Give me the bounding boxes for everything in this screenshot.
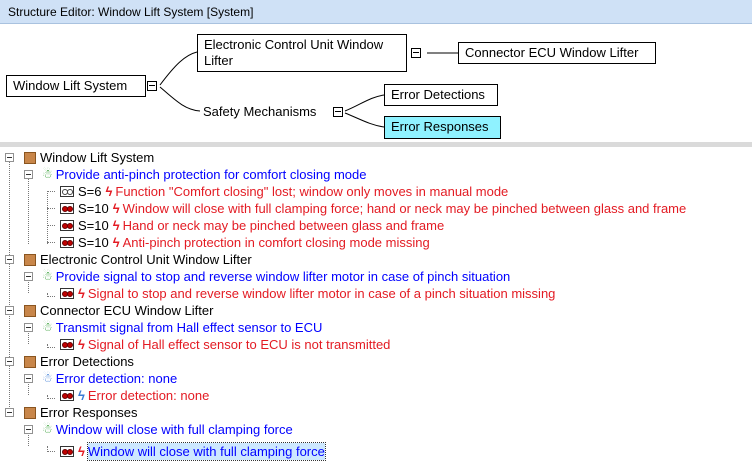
tree-item-structure[interactable]: Connector ECU Window Lifter xyxy=(24,302,213,319)
collapse-root-icon[interactable] xyxy=(147,81,157,91)
structure-element-icon xyxy=(24,406,36,419)
detection-function-icon: ☃ xyxy=(42,371,53,385)
tree-item-function[interactable]: ☃ Provide anti-pinch protection for comf… xyxy=(42,167,367,182)
structure-element-icon xyxy=(24,151,36,164)
tree-item-structure[interactable]: Electronic Control Unit Window Lifter xyxy=(24,251,252,268)
tree-item-structure[interactable]: Error Detections xyxy=(24,353,134,370)
tree-item-failure-selected[interactable]: ϟ Window will close with full clamping f… xyxy=(60,442,326,461)
tree-item-failure[interactable]: ϟ Error detection: none xyxy=(60,387,209,404)
diagram-connectors xyxy=(159,51,458,128)
tree-item-failure[interactable]: ϟ Signal of Hall effect sensor to ECU is… xyxy=(60,336,390,353)
response-failure-icon: ϟ xyxy=(78,444,85,459)
expand-toggle-icon[interactable] xyxy=(5,408,14,417)
function-icon: ☃ xyxy=(42,167,53,181)
expand-toggle-icon[interactable] xyxy=(24,425,33,434)
structure-element-icon xyxy=(24,355,36,368)
link-root-safety xyxy=(159,86,201,112)
node-window-lift-system[interactable]: Window Lift System xyxy=(6,75,146,97)
function-icon: ☃ xyxy=(42,269,53,283)
tree-item-failure[interactable]: S=10 ϟ Window will close with full clamp… xyxy=(60,200,686,217)
failure-bolt-icon: ϟ xyxy=(112,218,120,233)
link-root-ecu xyxy=(159,51,198,86)
collapse-safety-icon[interactable] xyxy=(333,107,343,117)
splitter[interactable] xyxy=(0,142,752,147)
expand-toggle-icon[interactable] xyxy=(24,272,33,281)
severity-icon xyxy=(60,203,74,214)
link-safety-responses xyxy=(344,112,385,128)
expand-toggle-icon[interactable] xyxy=(24,374,33,383)
severity-icon xyxy=(60,446,74,457)
tree-item-function[interactable]: ☃ Error detection: none xyxy=(42,371,178,386)
tree-item-function[interactable]: ☃ Provide signal to stop and reverse win… xyxy=(42,269,511,284)
expand-toggle-icon[interactable] xyxy=(5,153,14,162)
tree-item-failure[interactable]: S=10 ϟ Anti-pinch protection in comfort … xyxy=(60,234,430,251)
failure-bolt-icon: ϟ xyxy=(112,201,120,216)
failure-bolt-icon: ϟ xyxy=(78,286,85,301)
structure-tree: Window Lift System ☃ Provide anti-pinch … xyxy=(0,148,752,465)
tree-item-structure[interactable]: Window Lift System xyxy=(24,149,154,166)
tree-guide xyxy=(9,157,10,417)
failure-bolt-icon: ϟ xyxy=(105,184,113,199)
tree-item-structure[interactable]: Error Responses xyxy=(24,404,138,421)
severity-icon xyxy=(60,220,74,231)
severity-icon xyxy=(60,288,74,299)
function-icon: ☃ xyxy=(42,320,53,334)
tree-guide xyxy=(28,174,29,244)
failure-bolt-icon: ϟ xyxy=(112,235,120,250)
expand-toggle-icon[interactable] xyxy=(24,170,33,179)
severity-icon xyxy=(60,237,74,248)
expand-toggle-icon[interactable] xyxy=(5,306,14,315)
severity-icon xyxy=(60,390,74,401)
tree-item-failure[interactable]: ϟ Signal to stop and reverse window lift… xyxy=(60,285,555,302)
tree-item-function[interactable]: ☃ Window will close with full clamping f… xyxy=(42,422,293,437)
link-safety-detections xyxy=(344,94,385,112)
node-connector[interactable]: Connector ECU Window Lifter xyxy=(458,42,656,64)
tree-guide xyxy=(47,191,48,244)
window-title: Structure Editor: Window Lift System [Sy… xyxy=(0,0,752,24)
severity-icon xyxy=(60,186,74,197)
expand-toggle-icon[interactable] xyxy=(5,255,14,264)
structure-element-icon xyxy=(24,253,36,266)
tree-item-failure[interactable]: S=10 ϟ Hand or neck may be pinched betwe… xyxy=(60,217,444,234)
node-safety-mechanisms[interactable]: Safety Mechanisms xyxy=(203,104,317,119)
expand-toggle-icon[interactable] xyxy=(24,323,33,332)
tree-item-failure[interactable]: S=6 ϟ Function "Comfort closing" lost; w… xyxy=(60,183,508,200)
response-function-icon: ☃ xyxy=(42,422,53,436)
expand-toggle-icon[interactable] xyxy=(5,357,14,366)
node-error-detections[interactable]: Error Detections xyxy=(384,84,498,106)
collapse-ecu-icon[interactable] xyxy=(411,48,421,58)
tree-item-function[interactable]: ☃ Transmit signal from Hall effect senso… xyxy=(42,320,323,335)
node-error-responses[interactable]: Error Responses xyxy=(384,116,501,139)
detection-failure-icon: ϟ xyxy=(78,388,85,403)
node-ecu[interactable]: Electronic Control Unit Window Lifter xyxy=(197,34,407,72)
structure-diagram: Window Lift System Electronic Control Un… xyxy=(0,25,752,140)
severity-icon xyxy=(60,339,74,350)
failure-bolt-icon: ϟ xyxy=(78,337,85,352)
structure-element-icon xyxy=(24,304,36,317)
